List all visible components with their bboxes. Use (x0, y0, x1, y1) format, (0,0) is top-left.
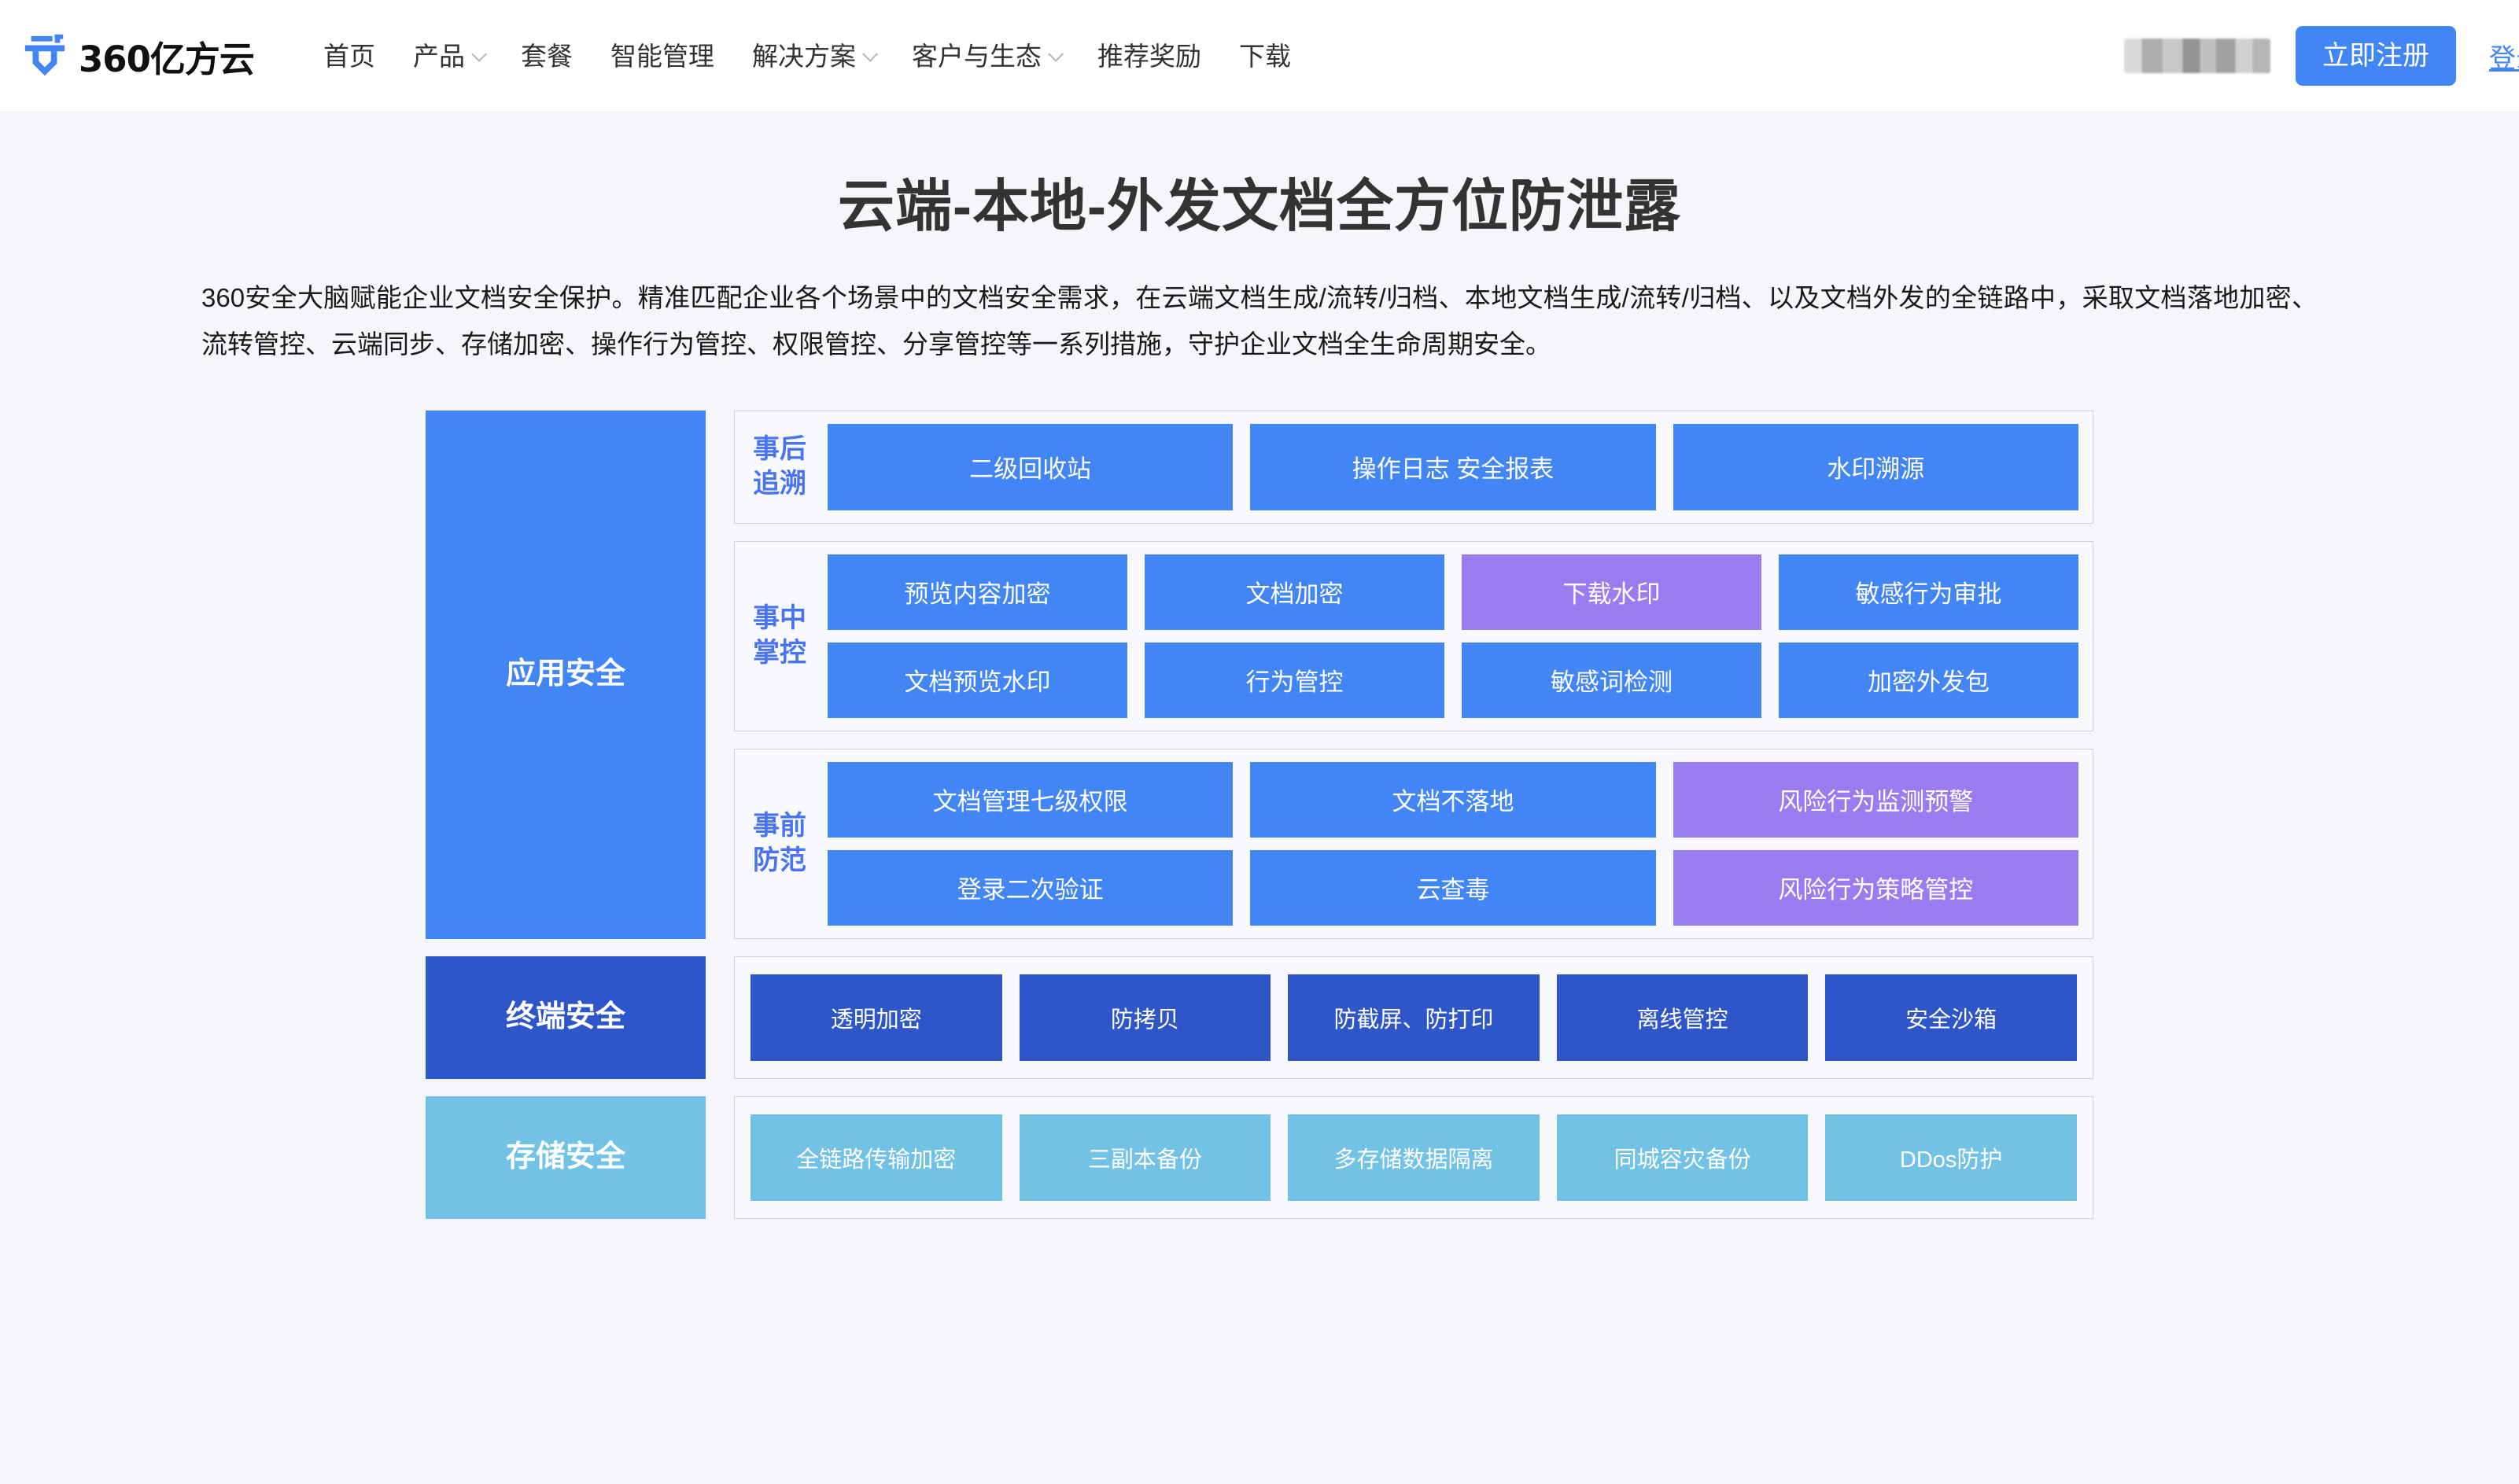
panel-label: 事后追溯 (753, 434, 806, 499)
feature-cell[interactable]: 敏感词检测 (1462, 642, 1761, 718)
feature-cell[interactable]: 水印溯源 (1673, 423, 2078, 510)
page-description: 360安全大脑赋能企业文档安全保护。精准匹配企业各个场景中的文档安全需求，在云端… (201, 283, 2318, 359)
nav-label: 首页 (323, 41, 375, 71)
panel-row: 文档预览水印行为管控敏感词检测加密外发包 (828, 642, 2078, 718)
nav-item-home[interactable]: 首页 (323, 43, 375, 69)
chevron-down-icon (862, 46, 878, 62)
diagram-band: 终端安全透明加密防拷贝防截屏、防打印离线管控安全沙箱 (426, 956, 2093, 1079)
feature-cell[interactable]: 离线管控 (1556, 974, 1809, 1061)
panel-grid: 文档管理七级权限文档不落地风险行为监测预警登录二次验证云查毒风险行为策略管控 (828, 761, 2078, 926)
nav-item-products[interactable]: 产品 (412, 41, 487, 71)
band-label-terminal: 终端安全 (426, 956, 706, 1079)
feature-cell[interactable]: 操作日志 安全报表 (1250, 423, 1656, 510)
feature-cell[interactable]: 行为管控 (1145, 642, 1444, 718)
feature-cell[interactable]: 全链路传输加密 (751, 1114, 1002, 1201)
nav-label: 产品 (412, 41, 465, 71)
feature-cell[interactable]: 云查毒 (1250, 849, 1656, 926)
nav-item-customers-ecosystem[interactable]: 客户与生态 (911, 41, 1064, 71)
feature-cell[interactable]: 安全沙箱 (1825, 974, 2077, 1061)
site-header: 360亿方云 首页 产品 套餐 智能管理 解决方案 客户与生态 推荐奖励 下载 (0, 0, 2519, 112)
security-architecture-diagram: 应用安全事后追溯二级回收站操作日志 安全报表水印溯源事中掌控预览内容加密文档加密… (426, 410, 2093, 1219)
main-navigation: 首页 产品 套餐 智能管理 解决方案 客户与生态 推荐奖励 下载 (323, 43, 1291, 69)
register-button[interactable]: 立即注册 (2296, 26, 2456, 86)
band-label-storage: 存储安全 (426, 1096, 706, 1219)
feature-cell[interactable]: 风险行为策略管控 (1673, 849, 2078, 926)
feature-cell[interactable]: 登录二次验证 (828, 849, 1234, 926)
panel-grid: 预览内容加密文档加密下载水印敏感行为审批文档预览水印行为管控敏感词检测加密外发包 (828, 554, 2078, 718)
login-link[interactable]: 登录 (2489, 43, 2519, 74)
logo[interactable]: 360亿方云 (20, 31, 255, 82)
header-actions: 立即注册 登录 (2124, 0, 2519, 112)
diagram-band: 应用安全事后追溯二级回收站操作日志 安全报表水印溯源事中掌控预览内容加密文档加密… (426, 410, 2093, 939)
feature-cell[interactable]: 三副本备份 (1019, 1114, 1271, 1201)
feature-cell[interactable]: 同城容灾备份 (1556, 1114, 1809, 1201)
feature-cell[interactable]: 预览内容加密 (828, 554, 1127, 630)
nav-item-referral-rewards[interactable]: 推荐奖励 (1097, 43, 1201, 69)
hero-section: 云端-本地-外发文档全方位防泄露 360安全大脑赋能企业文档安全保护。精准匹配企… (0, 112, 2519, 368)
diagram-panel: 事后追溯二级回收站操作日志 安全报表水印溯源 (734, 410, 2093, 524)
chevron-down-icon (1048, 46, 1064, 62)
panel-grid: 二级回收站操作日志 安全报表水印溯源 (828, 423, 2078, 510)
feature-cell[interactable]: 文档预览水印 (828, 642, 1127, 718)
feature-cell[interactable]: 文档加密 (1145, 554, 1444, 630)
band-label-app: 应用安全 (426, 410, 706, 939)
panel-row: 透明加密防拷贝防截屏、防打印离线管控安全沙箱 (751, 974, 2077, 1061)
feature-cell[interactable]: 防拷贝 (1019, 974, 1271, 1061)
diagram-panel: 事中掌控预览内容加密文档加密下载水印敏感行为审批文档预览水印行为管控敏感词检测加… (734, 540, 2093, 731)
panel-label: 事前防范 (753, 811, 806, 875)
panel-grid: 透明加密防拷贝防截屏、防打印离线管控安全沙箱 (751, 974, 2077, 1061)
nav-label: 推荐奖励 (1097, 41, 1201, 71)
feature-cell[interactable]: 文档管理七级权限 (828, 761, 1234, 838)
feature-cell[interactable]: 二级回收站 (828, 423, 1234, 510)
feature-cell[interactable]: 多存储数据隔离 (1288, 1114, 1540, 1201)
redacted-contact-info (2124, 39, 2270, 73)
diagram-panel: 事前防范文档管理七级权限文档不落地风险行为监测预警登录二次验证云查毒风险行为策略… (734, 748, 2093, 939)
panel-row: 二级回收站操作日志 安全报表水印溯源 (828, 423, 2078, 510)
panel-row: 登录二次验证云查毒风险行为策略管控 (828, 849, 2078, 926)
logo-text: 360亿方云 (79, 38, 255, 80)
feature-cell[interactable]: 加密外发包 (1779, 642, 2078, 718)
nav-item-packages[interactable]: 套餐 (521, 43, 573, 69)
feature-cell[interactable]: 防截屏、防打印 (1288, 974, 1540, 1061)
nav-label: 套餐 (520, 41, 573, 71)
band-body: 事后追溯二级回收站操作日志 安全报表水印溯源事中掌控预览内容加密文档加密下载水印… (734, 410, 2093, 939)
nav-item-smart-management[interactable]: 智能管理 (610, 43, 714, 69)
nav-label: 下载 (1238, 41, 1291, 71)
nav-item-solutions[interactable]: 解决方案 (751, 41, 878, 71)
panel-row: 预览内容加密文档加密下载水印敏感行为审批 (828, 554, 2078, 630)
brand-logo-icon (24, 34, 65, 76)
feature-cell[interactable]: DDos防护 (1825, 1114, 2077, 1201)
nav-label: 解决方案 (751, 41, 856, 71)
chevron-down-icon (471, 46, 487, 62)
band-body: 透明加密防拷贝防截屏、防打印离线管控安全沙箱 (734, 956, 2093, 1079)
nav-label: 客户与生态 (911, 41, 1042, 71)
nav-label: 智能管理 (610, 41, 714, 71)
feature-cell[interactable]: 文档不落地 (1250, 761, 1656, 838)
feature-cell[interactable]: 下载水印 (1462, 554, 1761, 630)
page-title: 云端-本地-外发文档全方位防泄露 (838, 175, 1681, 238)
feature-cell[interactable]: 敏感行为审批 (1779, 554, 2078, 630)
nav-item-download[interactable]: 下载 (1239, 43, 1291, 69)
diagram-panel: 透明加密防拷贝防截屏、防打印离线管控安全沙箱 (734, 956, 2093, 1079)
feature-cell[interactable]: 风险行为监测预警 (1673, 761, 2078, 838)
feature-cell[interactable]: 透明加密 (751, 974, 1002, 1061)
panel-row: 文档管理七级权限文档不落地风险行为监测预警 (828, 761, 2078, 838)
panel-label: 事中掌控 (753, 603, 806, 668)
